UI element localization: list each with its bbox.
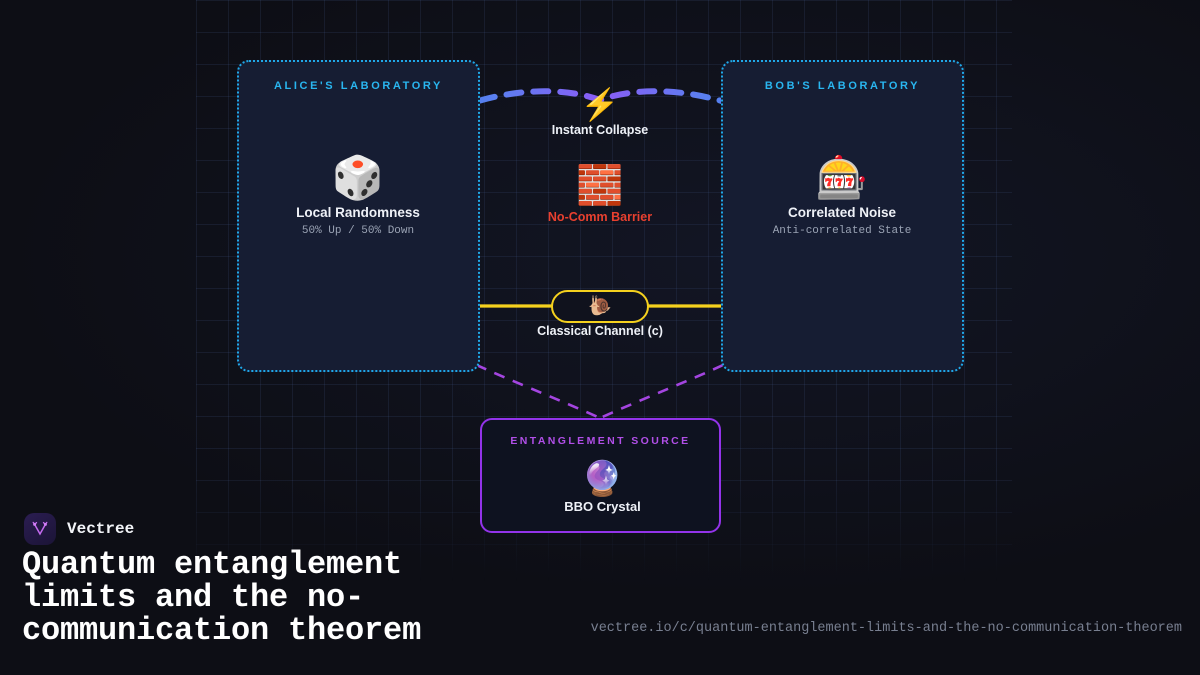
bob-node-label: Correlated Noise (787, 205, 897, 220)
no-comm-barrier: 🧱 No-Comm Barrier (500, 165, 700, 224)
no-comm-barrier-label: No-Comm Barrier (547, 210, 653, 224)
instant-collapse-marker: ⚡ Instant Collapse (500, 88, 700, 137)
bob-node-sublabel: Anti-correlated State (772, 225, 912, 237)
bob-laboratory-panel[interactable]: BOB'S LABORATORY (721, 60, 964, 372)
dice-icon: 🎲 (331, 154, 385, 201)
vectree-logo-icon (24, 513, 56, 545)
alice-node-sublabel: 50% Up / 50% Down (301, 225, 415, 237)
lightning-bolt-icon: ⚡ (580, 87, 620, 122)
crystal-ball-icon: 🔮 (581, 460, 624, 498)
page-title: Quantum entanglement limits and the no-c… (22, 546, 422, 649)
bbo-crystal-label: BBO Crystal (564, 499, 641, 514)
entanglement-source-panel[interactable]: ENTANGLEMENT SOURCE 🔮 BBO Crystal (480, 418, 721, 533)
alice-laboratory-panel[interactable]: ALICE'S LABORATORY (237, 60, 480, 372)
entanglement-source-title: ENTANGLEMENT SOURCE (510, 435, 691, 447)
brand-name: Vectree (67, 520, 135, 538)
alice-node[interactable]: 🎲 Local Randomness 50% Up / 50% Down (258, 154, 458, 238)
alice-lab-title: ALICE'S LABORATORY (274, 80, 443, 92)
brand: Vectree (24, 513, 134, 545)
bob-node[interactable]: 🎰 Correlated Noise Anti-correlated State (742, 154, 942, 238)
bbo-crystal-node: 🔮 BBO Crystal (502, 460, 703, 514)
snail-icon: 🐌 (588, 296, 612, 317)
brick-wall-icon: 🧱 (576, 165, 624, 207)
instant-collapse-label: Instant Collapse (551, 123, 649, 137)
classical-channel-label: Classical Channel (c) (537, 324, 663, 338)
slot-machine-icon: 🎰 (815, 154, 869, 201)
bob-lab-title: BOB'S LABORATORY (764, 80, 921, 92)
page-url: vectree.io/c/quantum-entanglement-limits… (590, 621, 1182, 636)
alice-node-label: Local Randomness (296, 205, 420, 220)
classical-channel-badge[interactable]: 🐌 (551, 290, 649, 323)
